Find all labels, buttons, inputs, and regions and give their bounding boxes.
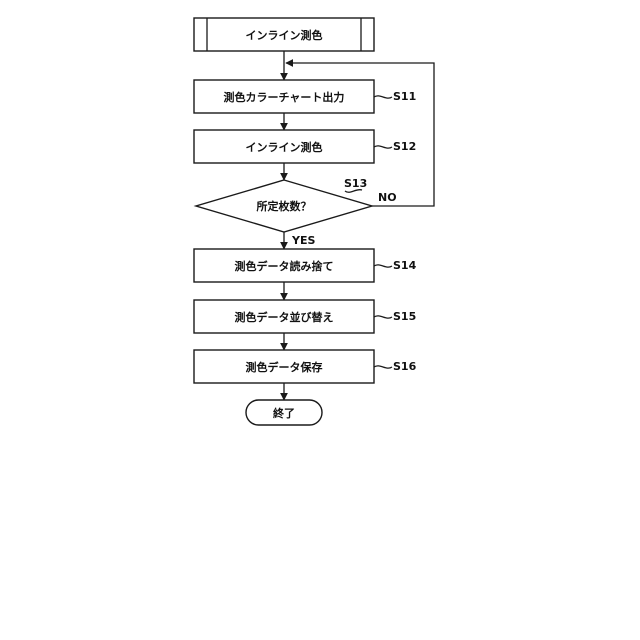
start-node-label: インライン測色 [246,28,323,42]
process-label-s16: 測色データ保存 [246,360,323,374]
end-node: 終了 [246,400,322,425]
process-label-s12: インライン測色 [246,140,323,154]
step-number-s14: S14 [393,259,417,272]
branch-yes-label: YES [291,234,315,247]
end-node-label: 終了 [273,406,295,420]
decision-step-s13: 所定枚数？ S13 NO [196,177,397,232]
decision-label-s13: 所定枚数？ [257,199,312,213]
process-step-s11: 測色カラーチャート出力 S11 [194,80,416,113]
step-leader-s12 [374,146,392,148]
process-step-s12: インライン測色 S12 [194,130,416,163]
step-number-s12: S12 [393,140,416,153]
process-step-s15: 測色データ並び替え S15 [194,300,416,333]
step-number-s16: S16 [393,360,417,373]
process-label-s11: 測色カラーチャート出力 [224,90,345,104]
step-number-s11: S11 [393,90,416,103]
step-leader-s15 [374,316,392,318]
step-leader-s13 [345,190,362,193]
branch-no-label: NO [378,191,397,204]
start-node: インライン測色 [194,18,374,51]
step-leader-s14 [374,265,392,267]
process-label-s14: 測色データ読み捨て [235,259,334,273]
step-number-s15: S15 [393,310,416,323]
step-leader-s11 [374,96,392,98]
process-label-s15: 測色データ並び替え [235,310,334,324]
process-step-s16: 測色データ保存 S16 [194,350,417,383]
process-step-s14: 測色データ読み捨て S14 [194,249,417,282]
step-number-s13: S13 [344,177,367,190]
step-leader-s16 [374,366,392,368]
